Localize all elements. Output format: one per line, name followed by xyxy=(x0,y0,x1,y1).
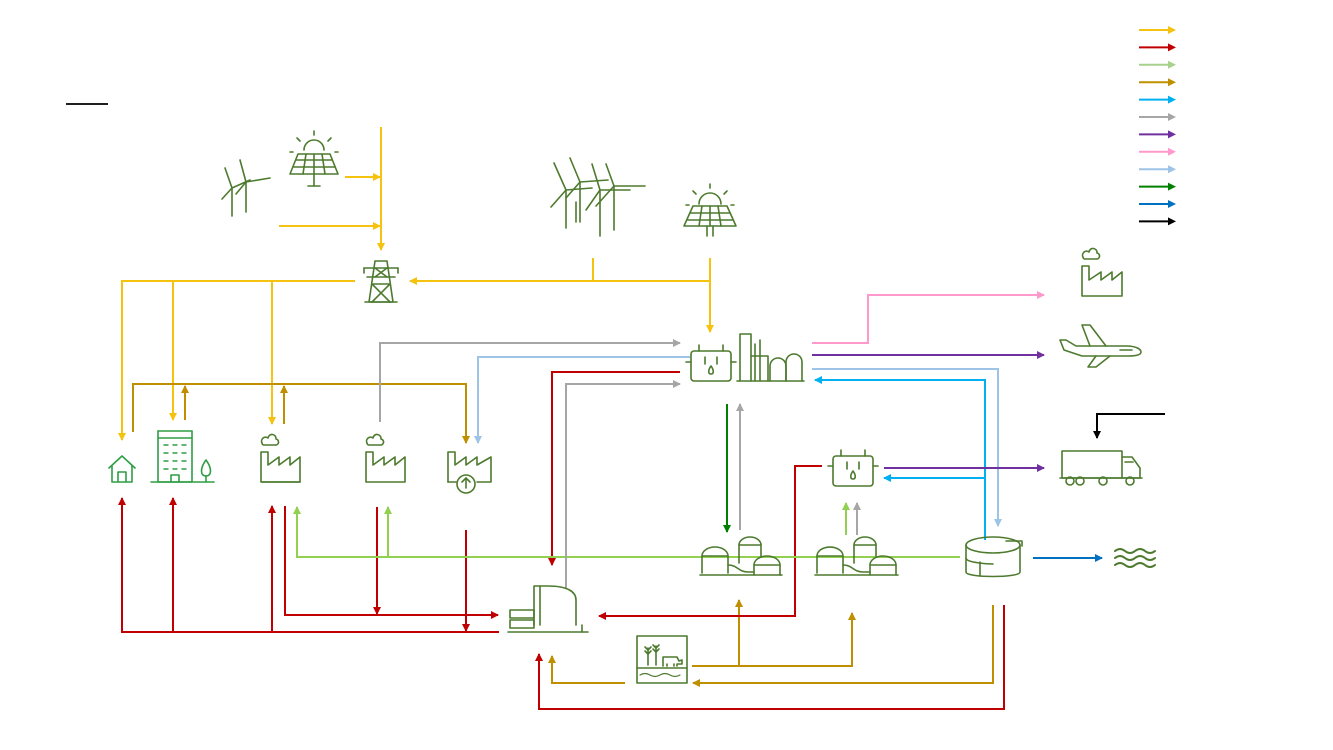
storage-tank-icon xyxy=(965,536,1023,578)
electricity-flows xyxy=(118,127,714,441)
flow-line xyxy=(598,465,822,620)
wind-turbines-small-icon xyxy=(221,159,271,217)
flow-line xyxy=(474,356,690,444)
flow-line xyxy=(1093,413,1165,439)
flow-lines xyxy=(118,127,1165,710)
power-pylon-icon xyxy=(363,260,399,303)
flow-line xyxy=(379,339,681,422)
solar-panel-large-icon xyxy=(683,183,737,237)
flow-line xyxy=(814,376,986,540)
wind-farm-icon xyxy=(550,157,646,237)
water-icon xyxy=(1114,548,1156,568)
truck-icon xyxy=(1059,450,1143,486)
flow-line xyxy=(812,368,1002,527)
factory-2-icon xyxy=(365,433,406,483)
airplane-icon xyxy=(1059,324,1142,368)
flow-line xyxy=(565,380,681,588)
icons xyxy=(108,130,1156,684)
electrolyzer-icon xyxy=(827,449,879,487)
flow-line xyxy=(284,506,499,619)
biogas-plant-1-icon xyxy=(699,536,783,576)
legend-arrowhead xyxy=(1168,147,1176,156)
feedstock-flows xyxy=(132,383,994,687)
flow-line xyxy=(535,605,1005,710)
legend-arrowhead xyxy=(1168,165,1176,174)
flow-line xyxy=(548,655,625,684)
biogas-plant-2-icon xyxy=(814,536,899,576)
legend-arrowhead xyxy=(1168,130,1176,139)
co2-flows xyxy=(379,339,861,588)
house-icon xyxy=(108,455,136,483)
methane-flows xyxy=(814,376,986,540)
solar-panel-small-icon xyxy=(289,130,339,187)
flow-line xyxy=(739,612,856,667)
flow-line xyxy=(293,506,960,558)
flow-line xyxy=(812,291,1045,344)
hydrogen-flows xyxy=(474,356,1002,527)
factory-3-icon xyxy=(447,451,492,494)
legend-arrowhead xyxy=(1168,95,1176,104)
legend-arrowhead xyxy=(1168,217,1176,226)
legend xyxy=(1139,26,1176,226)
legend-arrowhead xyxy=(1168,182,1176,191)
legend-arrowhead xyxy=(1168,113,1176,121)
flow-line xyxy=(118,497,499,633)
biomass-flows xyxy=(293,502,960,558)
legend-arrowhead xyxy=(1168,43,1176,52)
flow-line xyxy=(692,599,743,667)
flow-line xyxy=(118,280,355,441)
legend-arrowhead xyxy=(1168,200,1176,208)
apartment-building-icon xyxy=(150,430,215,483)
refinery-icon xyxy=(685,333,805,382)
title-underline xyxy=(66,103,108,105)
legend-arrowhead xyxy=(1168,78,1176,87)
industry-icon xyxy=(1081,247,1123,297)
flow-line xyxy=(548,371,680,566)
heat-flows xyxy=(118,371,1005,710)
farm-icon xyxy=(636,635,688,684)
legend-arrowhead xyxy=(1168,60,1176,69)
flow-line xyxy=(692,605,994,687)
heat-plant-icon xyxy=(507,585,589,633)
flow-line xyxy=(132,383,470,444)
factory-1-icon xyxy=(260,433,301,483)
legend-arrowhead xyxy=(1168,26,1176,34)
